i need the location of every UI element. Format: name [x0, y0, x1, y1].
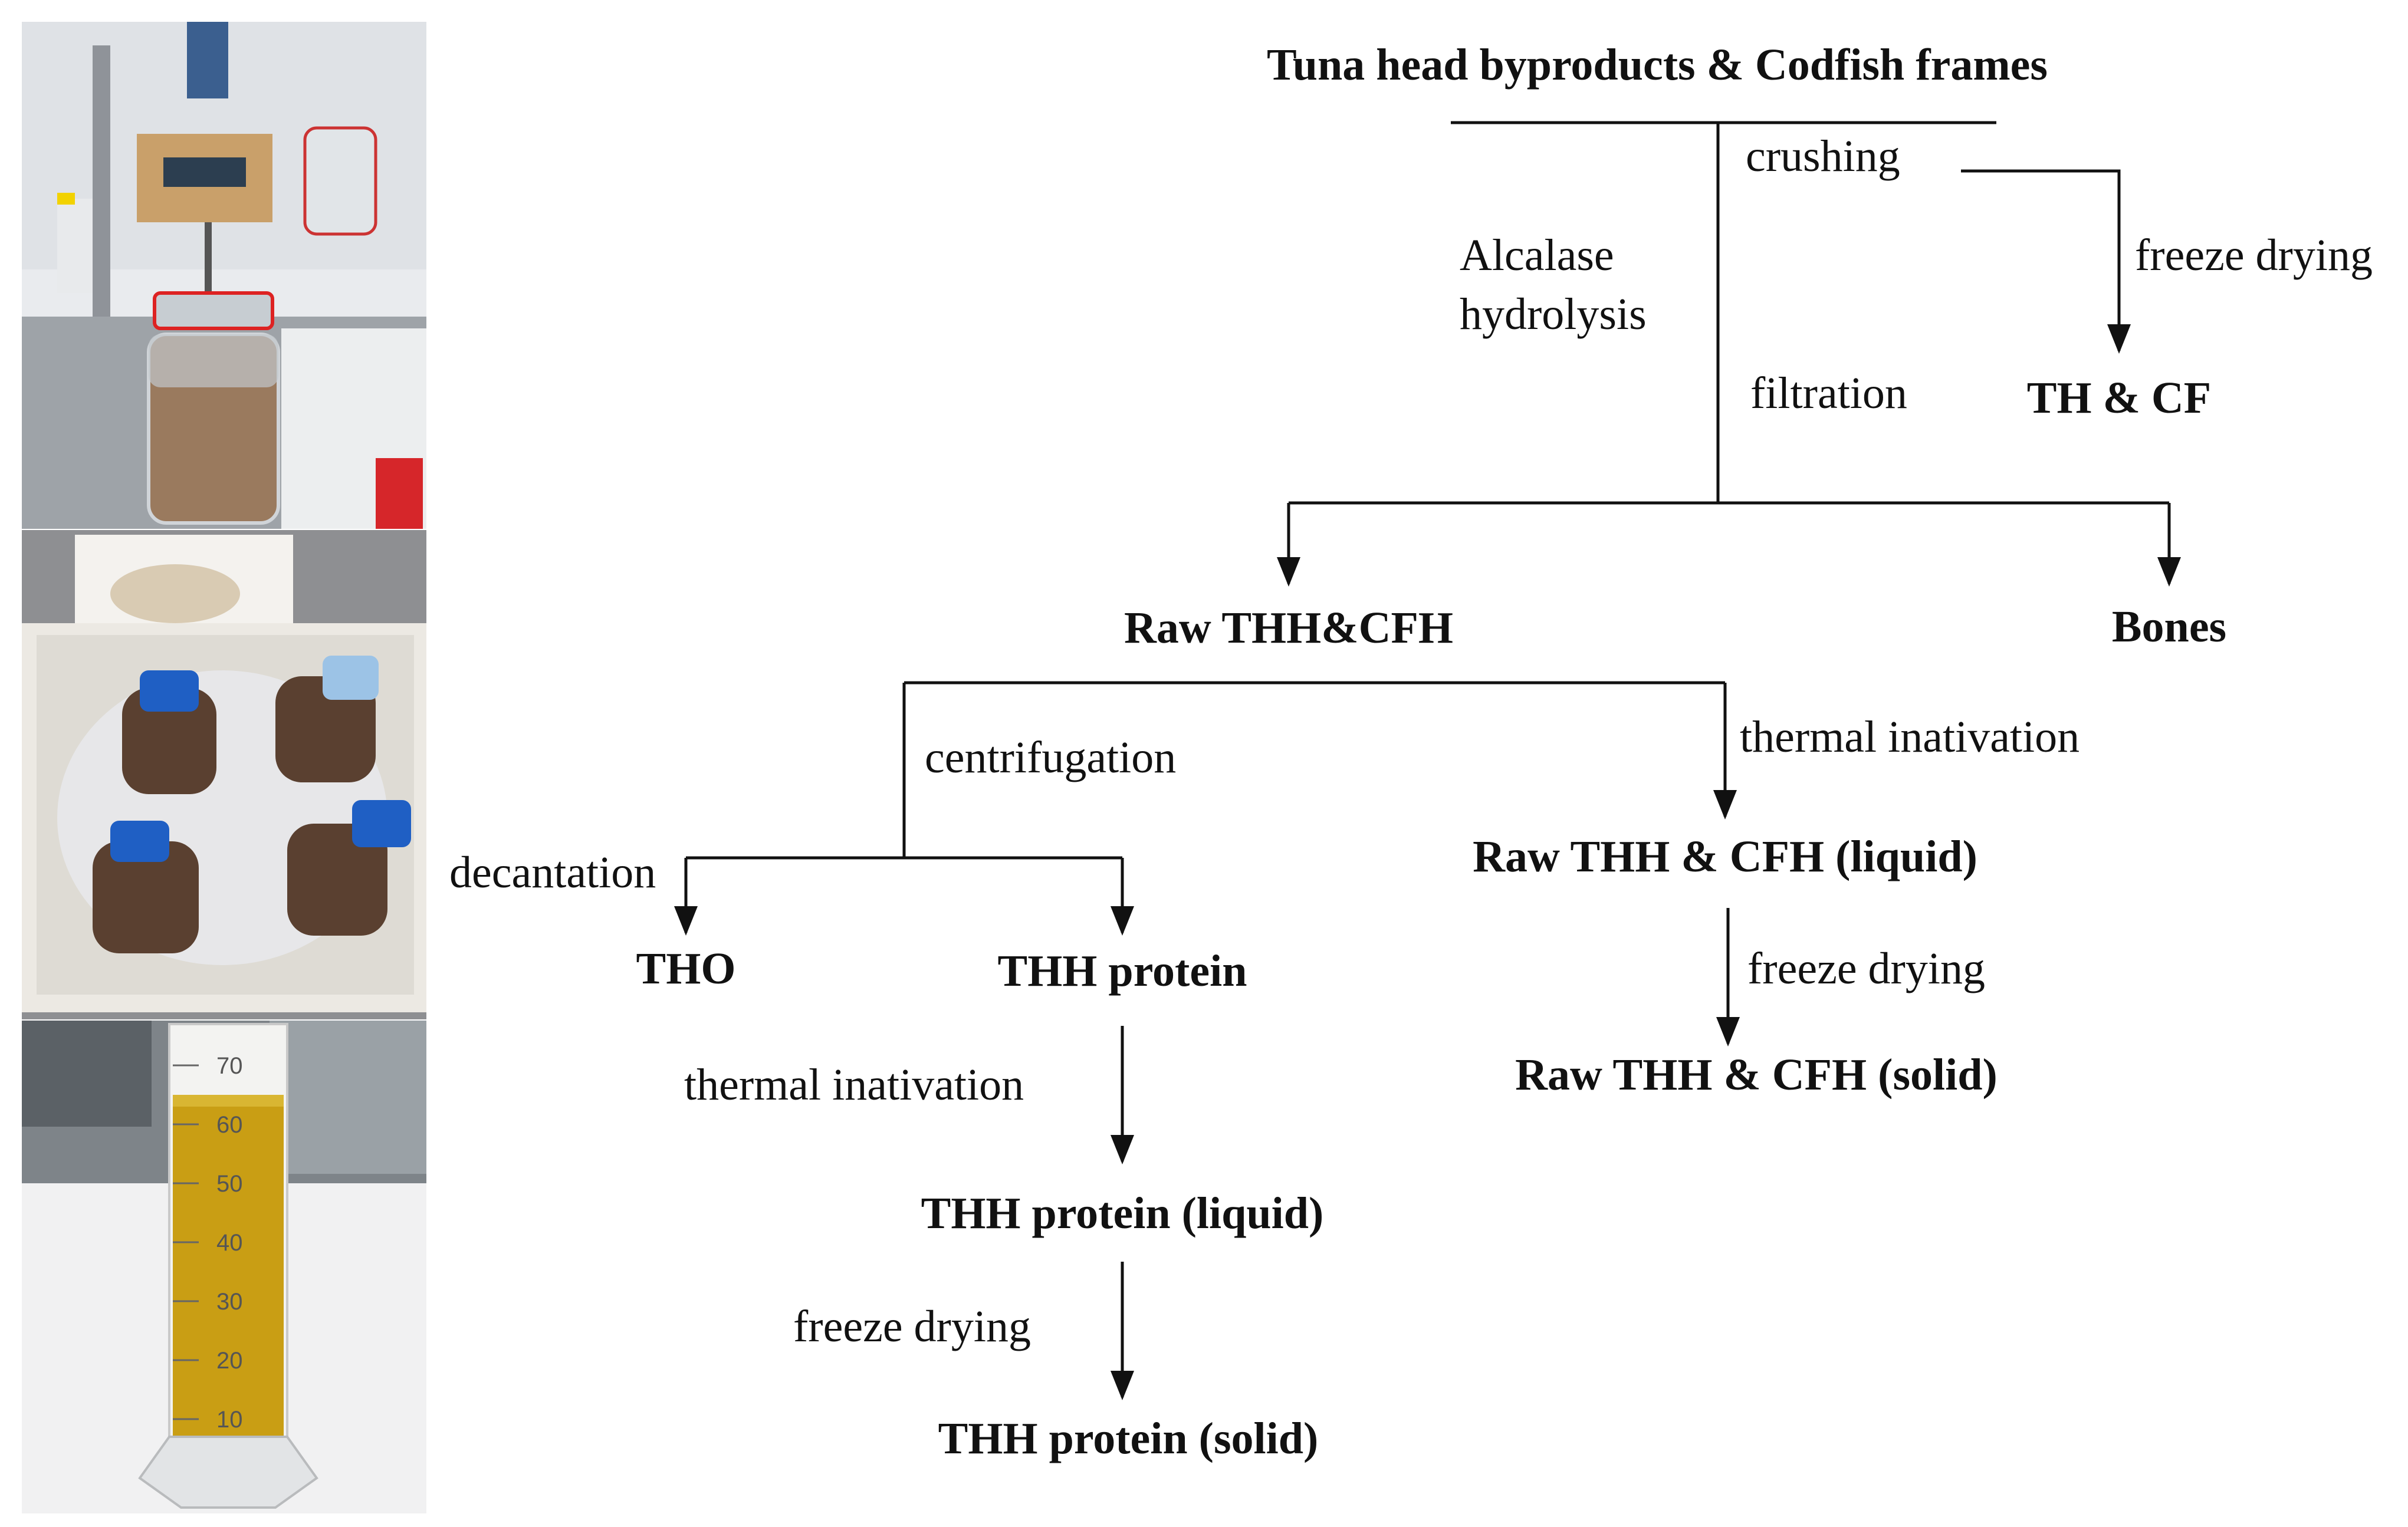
alcalase-label-line1: Alcalase [1460, 231, 1614, 280]
bottles-on-ice-photo [22, 530, 426, 1019]
centrifugation-label: centrifugation [925, 733, 1176, 782]
graduated-cylinder-photo: 70 60 50 40 30 20 10 [22, 1021, 426, 1513]
th-cf-label: TH & CF [2027, 373, 2211, 423]
raw-label: Raw THH&CFH [1124, 603, 1453, 653]
thh-protein-solid-label: THH protein (solid) [938, 1414, 1319, 1463]
photo-panel: 70 60 50 40 30 20 10 [22, 22, 426, 1513]
source-label: Tuna head byproducts & Codfish frames [1267, 40, 2048, 90]
cylinder-tick-label: 10 [216, 1407, 243, 1433]
raw-solid-label: Raw THH & CFH (solid) [1515, 1050, 1998, 1100]
freeze-drying-left-label: freeze drying [793, 1302, 1031, 1351]
crushing-label: crushing [1746, 131, 1900, 181]
cylinder-tick-label: 60 [216, 1112, 243, 1138]
alcalase-label-line2: hydrolysis [1460, 289, 1647, 339]
bones-label: Bones [2112, 602, 2226, 651]
decantation-label: decantation [449, 848, 656, 897]
thermal-right-label: thermal inativation [1740, 712, 2080, 762]
cylinder-tick-label: 50 [216, 1171, 243, 1197]
cylinder-tick-label: 20 [216, 1348, 243, 1374]
cylinder-tick-label: 30 [216, 1289, 243, 1315]
cylinder-tick-label: 40 [216, 1230, 243, 1256]
freeze-drying-top-arrow [1961, 169, 2131, 354]
freeze-drying-right-label: freeze drying [1747, 944, 1985, 993]
reactor-photo [22, 22, 426, 529]
thermal-left-label: thermal inativation [684, 1060, 1024, 1110]
cylinder-tick-labels: 70 60 50 40 30 20 10 [173, 1053, 243, 1433]
connector-lines [674, 121, 2181, 1400]
cylinder-tick-label: 70 [216, 1053, 243, 1079]
raw-liquid-label: Raw THH & CFH (liquid) [1473, 832, 1977, 881]
thh-protein-label: THH protein [998, 946, 1247, 996]
freeze-drying-top-label: freeze drying [2135, 231, 2373, 280]
filtration-label: filtration [1750, 368, 1907, 418]
tho-label: THO [636, 944, 736, 993]
thh-protein-liquid-label: THH protein (liquid) [921, 1189, 1324, 1238]
